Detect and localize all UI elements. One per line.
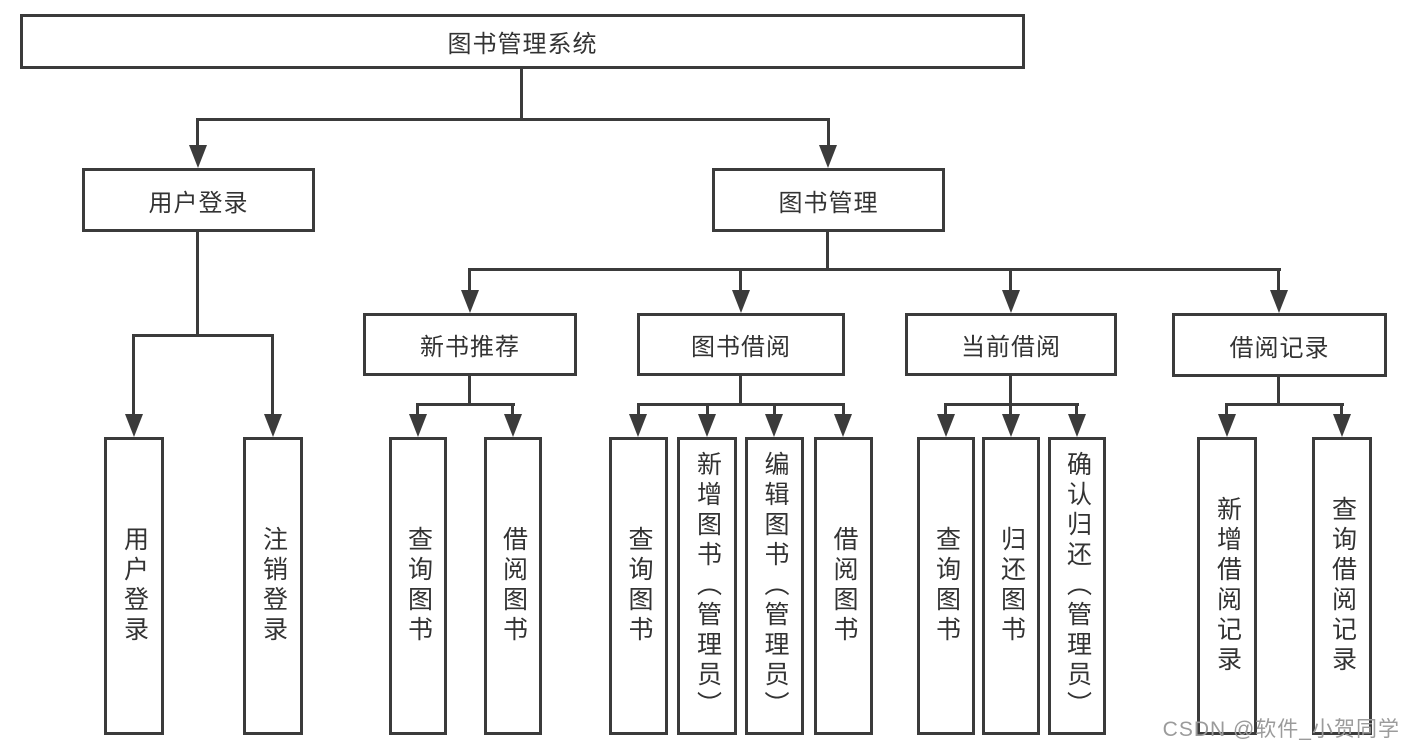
arrow-down-icon — [765, 414, 783, 437]
connector-line — [706, 403, 709, 416]
arrow-down-icon — [409, 414, 427, 437]
connector-line — [827, 118, 830, 146]
node-user-login-label: 用户登录 — [148, 189, 249, 217]
connector-line — [637, 403, 640, 416]
arrow-down-icon — [125, 414, 143, 437]
arrow-down-icon — [1002, 290, 1020, 313]
connector-line — [739, 268, 742, 293]
node-leaf-query-borrow-record-label: 查询借阅记录 — [1328, 496, 1357, 676]
node-current-borrowing-label: 当前借阅 — [961, 334, 1061, 361]
connector-line — [842, 403, 845, 416]
arrow-down-icon — [264, 414, 282, 437]
connector-line — [416, 403, 515, 406]
arrow-down-icon — [732, 290, 750, 313]
connector-line — [468, 268, 1281, 271]
node-new-book-recommend-label: 新书推荐 — [420, 334, 520, 361]
arrow-down-icon — [937, 414, 955, 437]
arrow-down-icon — [1270, 290, 1288, 313]
connector-line — [1225, 403, 1228, 416]
node-book-borrowing: 图书借阅 — [637, 313, 845, 376]
node-leaf-borrow-books-borrowing-label: 借阅图书 — [830, 526, 858, 646]
connector-line — [196, 118, 199, 146]
arrow-down-icon — [1068, 414, 1086, 437]
node-leaf-query-books-current: 查询图书 — [917, 437, 975, 735]
arrow-down-icon — [629, 414, 647, 437]
arrow-down-icon — [1218, 414, 1236, 437]
connector-line — [416, 403, 419, 416]
arrow-down-icon — [504, 414, 522, 437]
connector-line — [773, 403, 776, 416]
node-leaf-query-books-recommend: 查询图书 — [389, 437, 447, 735]
node-user-login: 用户登录 — [82, 168, 315, 232]
node-leaf-confirm-return-admin-label: 确认归还（管理员） — [1063, 451, 1092, 721]
node-leaf-edit-book-admin-label: 编辑图书（管理员） — [761, 451, 789, 721]
node-leaf-add-borrow-record-label: 新增借阅记录 — [1213, 496, 1242, 676]
node-library-system-label: 图书管理系统 — [447, 31, 598, 58]
connector-line — [511, 403, 514, 416]
node-leaf-borrow-books-recommend-label: 借阅图书 — [499, 526, 528, 646]
node-leaf-add-book-admin-label: 新增图书（管理员） — [693, 451, 722, 721]
arrow-down-icon — [1002, 414, 1020, 437]
node-borrowing-records: 借阅记录 — [1172, 313, 1387, 377]
connector-line — [271, 334, 274, 414]
node-leaf-query-books-borrowing: 查询图书 — [609, 437, 668, 735]
node-leaf-borrow-books-borrowing: 借阅图书 — [814, 437, 873, 735]
node-leaf-add-borrow-record: 新增借阅记录 — [1197, 437, 1257, 735]
node-leaf-edit-book-admin: 编辑图书（管理员） — [745, 437, 804, 735]
connector-line — [1277, 376, 1280, 406]
connector-line — [520, 69, 523, 120]
arrow-down-icon — [1333, 414, 1351, 437]
connector-line — [196, 118, 830, 121]
node-leaf-logout-label: 注销登录 — [259, 526, 288, 646]
node-book-management-label: 图书管理 — [778, 189, 879, 217]
connector-line — [132, 334, 274, 337]
arrow-down-icon — [461, 290, 479, 313]
arrow-down-icon — [834, 414, 852, 437]
connector-line — [1277, 268, 1280, 293]
node-current-borrowing: 当前借阅 — [905, 313, 1117, 376]
connector-line — [468, 268, 471, 293]
connector-line — [196, 232, 199, 334]
node-borrowing-records-label: 借阅记录 — [1229, 334, 1330, 362]
connector-line — [1009, 376, 1012, 406]
node-leaf-user-login-label: 用户登录 — [120, 526, 149, 646]
connector-line — [944, 403, 947, 416]
node-book-borrowing-label: 图书借阅 — [691, 334, 791, 361]
connector-line — [132, 334, 135, 414]
node-leaf-add-book-admin: 新增图书（管理员） — [677, 437, 737, 735]
arrow-down-icon — [189, 145, 207, 168]
node-leaf-query-books-current-label: 查询图书 — [932, 526, 961, 646]
connector-line — [468, 376, 471, 406]
node-leaf-confirm-return-admin: 确认归还（管理员） — [1048, 437, 1106, 735]
arrow-down-icon — [698, 414, 716, 437]
node-leaf-return-books-label: 归还图书 — [997, 526, 1026, 646]
node-leaf-borrow-books-recommend: 借阅图书 — [484, 437, 542, 735]
node-leaf-logout: 注销登录 — [243, 437, 303, 735]
node-library-system: 图书管理系统 — [20, 14, 1025, 69]
arrow-down-icon — [819, 145, 837, 168]
connector-line — [1225, 403, 1344, 406]
node-leaf-user-login: 用户登录 — [104, 437, 164, 735]
connector-line — [1075, 403, 1078, 416]
connector-line — [826, 232, 829, 271]
node-leaf-query-borrow-record: 查询借阅记录 — [1312, 437, 1372, 735]
watermark: CSDN @软件_小贺同学 — [1162, 718, 1400, 741]
connector-line — [1009, 403, 1012, 416]
connector-line — [1340, 403, 1343, 416]
node-leaf-query-books-recommend-label: 查询图书 — [404, 526, 433, 646]
node-leaf-query-books-borrowing-label: 查询图书 — [625, 526, 653, 646]
node-book-management: 图书管理 — [712, 168, 945, 232]
node-new-book-recommend: 新书推荐 — [363, 313, 577, 376]
connector-line — [739, 376, 742, 406]
connector-line — [1009, 268, 1012, 293]
connector-line — [637, 403, 845, 406]
node-leaf-return-books: 归还图书 — [982, 437, 1040, 735]
